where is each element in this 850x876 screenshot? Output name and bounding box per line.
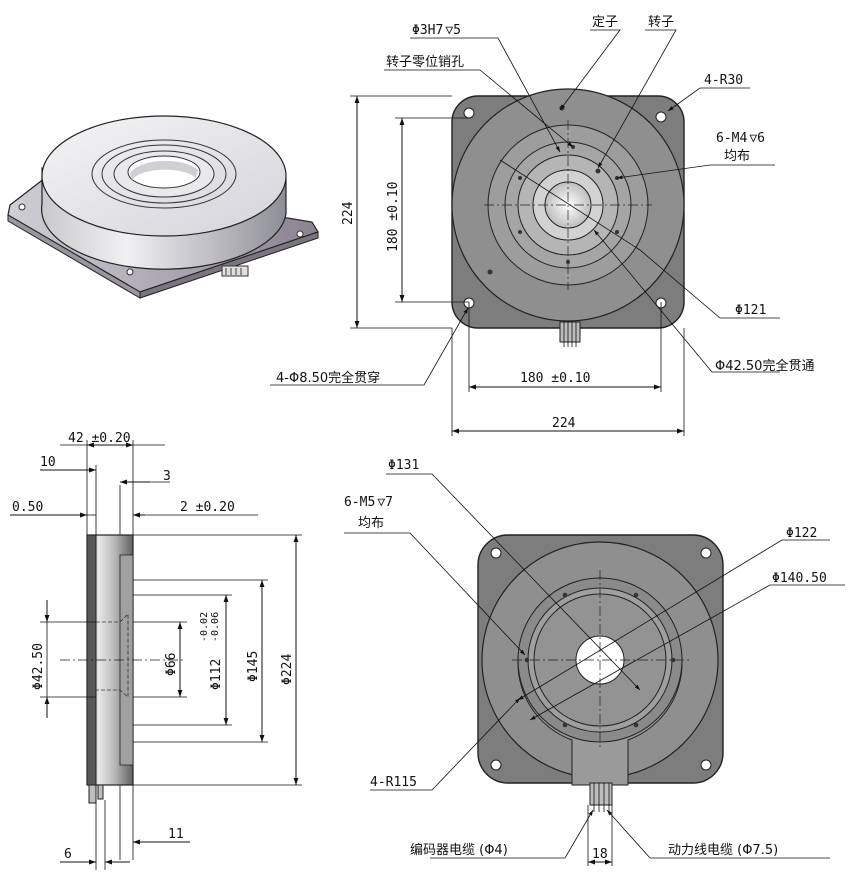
d4250-label: Φ42.50 [31,643,46,690]
dim-050-label: 0.50 [12,500,43,515]
side-view [10,440,302,870]
d112-tol-lower: -0.06 [210,612,221,642]
dim-11-label: 11 [168,827,184,842]
power-cable-label: 动力线电缆 (Φ7.5) [668,842,778,858]
dim-2-label: 2 ±0.20 [180,500,235,515]
cable-gap-label: 18 [592,847,608,862]
d122-label: Φ122 [786,526,817,541]
d66-label: Φ66 [164,653,179,676]
rotor-label: 转子 [648,15,674,30]
thickness-label: 42 ±0.20 [68,431,131,446]
dim-10-label: 10 [40,455,56,470]
diameter-121-label: Φ121 [735,303,766,318]
bore-callout-label: Φ3H7▽5 [412,23,461,38]
height-inner-label: 180 ±0.10 [386,182,401,252]
rear-view [344,473,845,866]
corner-r115-label: 4-R115 [370,775,417,790]
width-inner-label: 180 ±0.10 [520,371,590,386]
m4-even-label: 均布 [724,149,750,164]
stator-label: 定子 [592,15,618,30]
encoder-cable-label: 编码器电缆 (Φ4) [410,842,508,858]
width-outer-label: 224 [552,416,576,431]
dim-3-label: 3 [163,469,171,484]
corner-radius-label: 4-R30 [704,73,743,88]
d112-label: Φ112 [209,659,224,690]
d131-label: Φ131 [388,458,419,473]
zero-pin-label: 转子零位销孔 [386,55,464,70]
m5-holes-label: 6-M5▽7 [344,495,393,510]
front-view [270,29,780,436]
isometric-view [7,115,319,299]
d224-label: Φ224 [280,654,295,685]
d14050-label: Φ140.50 [772,571,827,586]
through-hole-label: 4-Φ8.50完全贯穿 [276,370,380,386]
m4-holes-label: 6-M4▽6 [716,131,765,146]
height-outer-label: 224 [341,201,356,225]
d145-label: Φ145 [246,651,261,682]
m5-even-label: 均布 [358,516,384,531]
bore-through-label: Φ42.50完全贯通 [715,358,814,374]
dim-6-label: 6 [64,847,72,862]
d112-tol-upper: -0.02 [199,612,210,642]
